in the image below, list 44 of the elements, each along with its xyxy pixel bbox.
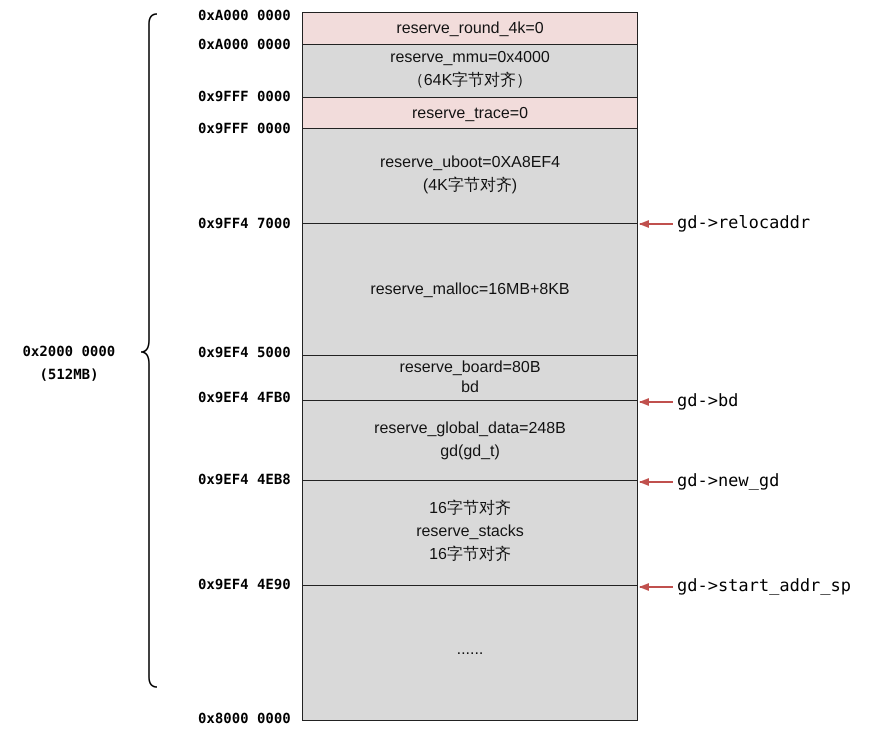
address-label: 0x9EF4 4E90 bbox=[198, 576, 291, 594]
address-label: 0x9EF4 4EB8 bbox=[198, 471, 291, 489]
address-label: 0x9FFF 0000 bbox=[198, 120, 291, 138]
region-text: （64K字节对齐） bbox=[408, 70, 532, 91]
region-text: 16字节对齐 bbox=[429, 498, 511, 519]
region-text: reserve_board=80B bbox=[400, 358, 540, 378]
arrow bbox=[639, 220, 673, 228]
address-label: 0x9FF4 7000 bbox=[198, 215, 291, 233]
address-label: 0x9FFF 0000 bbox=[198, 88, 291, 106]
memory-region bbox=[302, 223, 638, 356]
memory-region bbox=[302, 355, 638, 401]
address-label: 0x8000 0000 bbox=[198, 710, 291, 728]
pointer-label: gd->relocaddr bbox=[677, 213, 810, 233]
region-text: reserve_stacks bbox=[416, 522, 524, 542]
region-text: (4K字节对齐) bbox=[422, 176, 518, 196]
region-text: bd bbox=[461, 378, 479, 398]
region-text: reserve_mmu=0x4000 bbox=[390, 48, 550, 68]
region-text: 16字节对齐 bbox=[429, 544, 511, 565]
pointer-label: gd->new_gd bbox=[677, 471, 780, 491]
region-text: reserve_malloc=16MB+8KB bbox=[370, 280, 570, 300]
arrow bbox=[639, 398, 673, 406]
region-text: reserve_round_4k=0 bbox=[396, 19, 544, 39]
memory-region bbox=[302, 400, 638, 481]
region-text: reserve_uboot=0XA8EF4 bbox=[380, 153, 560, 173]
address-label: 0x9EF4 5000 bbox=[198, 344, 291, 362]
region-text: ...... bbox=[456, 640, 484, 660]
region-text: gd(gd_t) bbox=[440, 442, 500, 462]
arrow bbox=[639, 583, 673, 591]
memory-region bbox=[302, 44, 638, 98]
memory-region bbox=[302, 480, 638, 586]
pointer-label: gd->bd bbox=[677, 391, 738, 411]
memory-region bbox=[302, 585, 638, 721]
arrow bbox=[639, 478, 673, 486]
address-label: 0xA000 0000 bbox=[198, 36, 291, 54]
pointer-label: gd->start_addr_sp bbox=[677, 576, 851, 596]
size-label: 0x2000 0000 bbox=[22, 343, 116, 361]
size-label: (512MB) bbox=[40, 366, 99, 384]
address-label: 0xA000 0000 bbox=[198, 7, 291, 25]
address-label: 0x9EF4 4FB0 bbox=[198, 389, 291, 407]
region-text: reserve_global_data=248B bbox=[374, 419, 566, 439]
memory-region bbox=[302, 12, 638, 45]
region-text: reserve_trace=0 bbox=[412, 104, 528, 124]
memory-region bbox=[302, 128, 638, 224]
memory-region bbox=[302, 97, 638, 129]
